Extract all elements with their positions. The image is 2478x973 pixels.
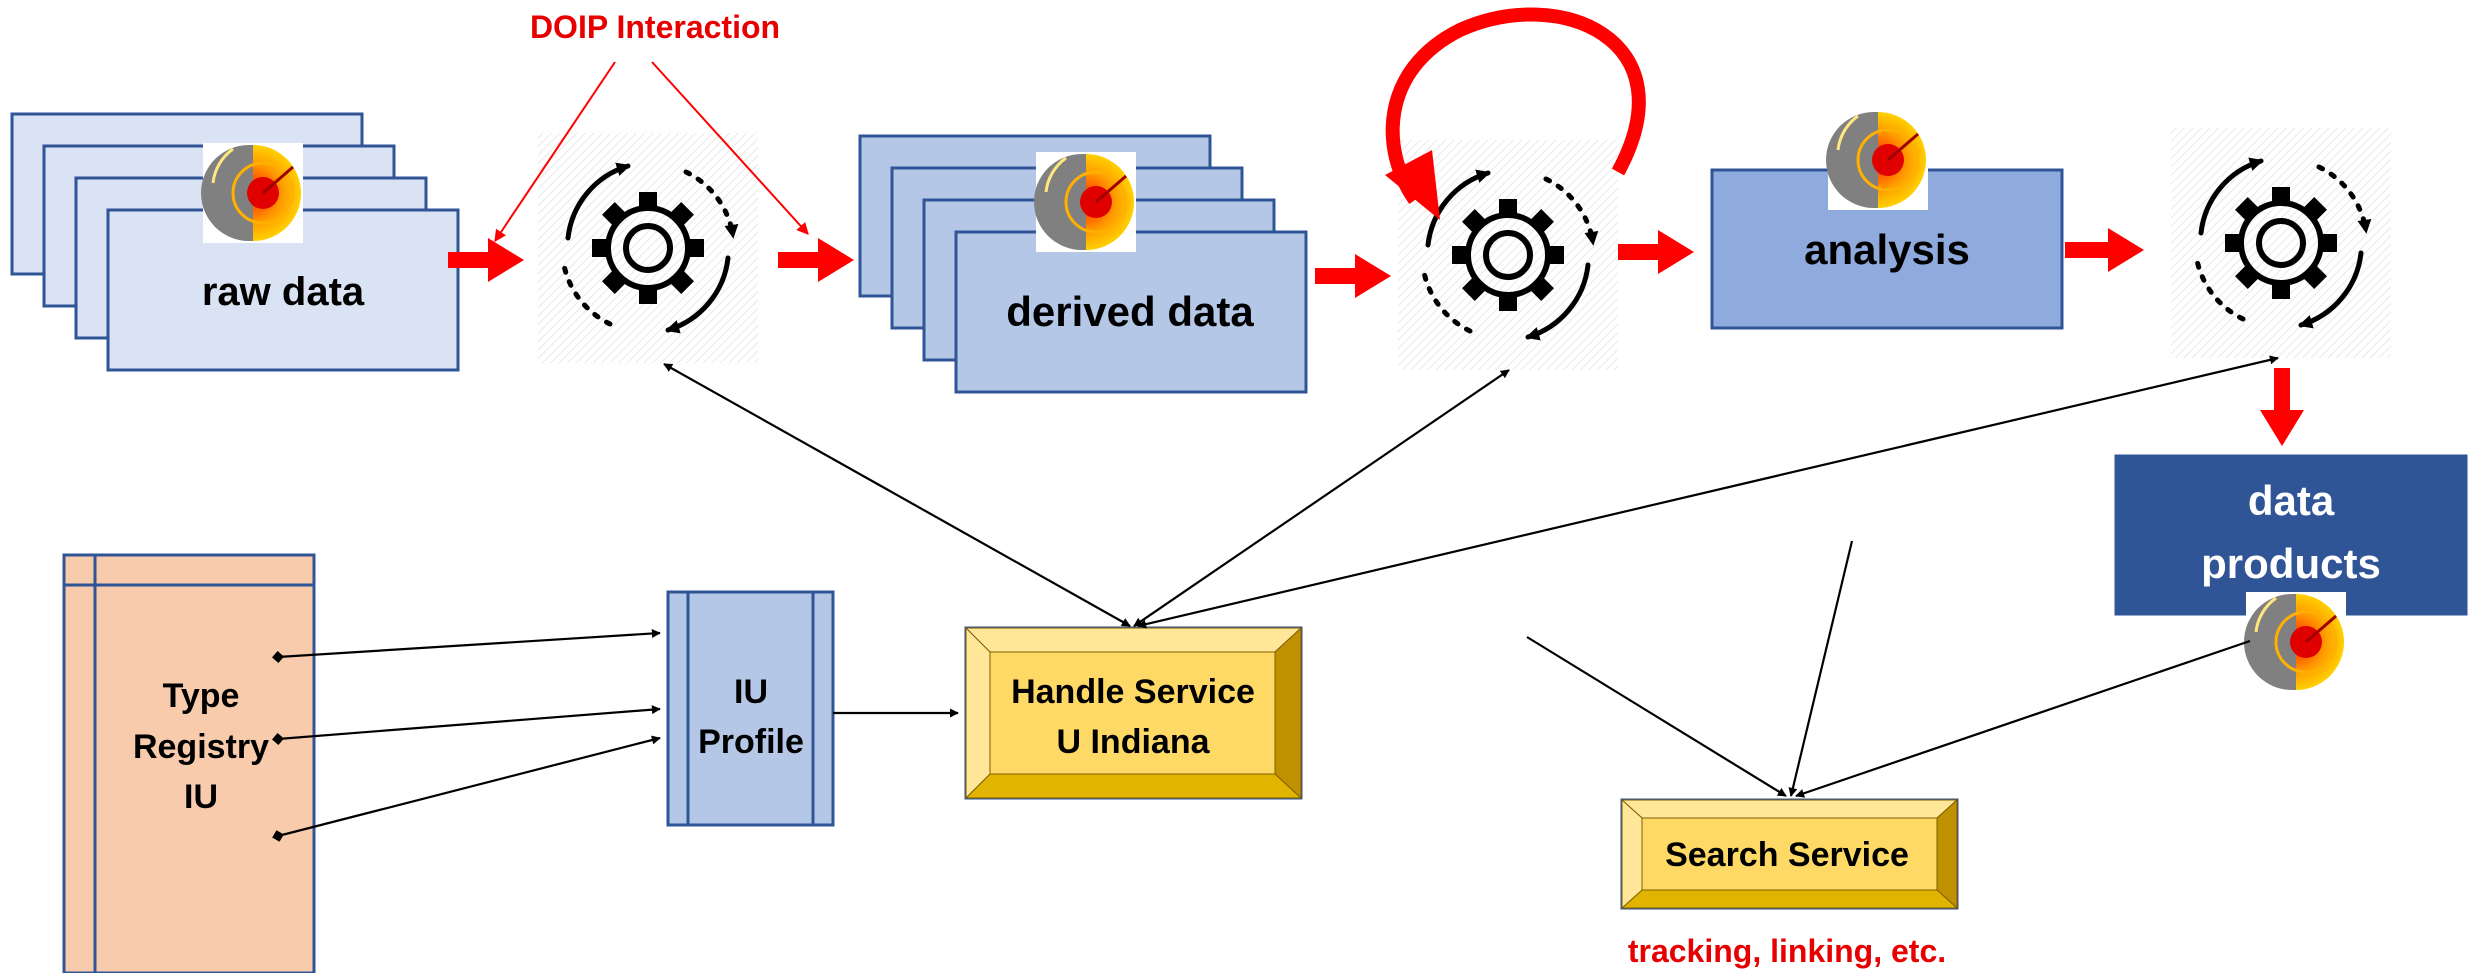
type-registry-line1: Type xyxy=(163,677,240,715)
handle-service-line2: U Indiana xyxy=(1056,723,1210,761)
derived-data-label: derived data xyxy=(1006,288,1254,335)
doip-interaction-label: DOIP Interaction xyxy=(530,9,780,45)
handle-service-line1: Handle Service xyxy=(1011,673,1255,711)
gear-cycle-icon xyxy=(2171,128,2391,358)
search-service-box: Search Service xyxy=(1620,798,1959,910)
type-registry-line2: Registry xyxy=(133,728,269,766)
iu-profile-box: IU Profile xyxy=(666,590,835,827)
raw-data-label: raw data xyxy=(202,270,365,314)
handle-service-box: Handle Service U Indiana xyxy=(964,626,1303,800)
search-service-label: Search Service xyxy=(1665,836,1909,874)
iu-profile-line1: IU xyxy=(734,673,768,711)
earth-core-icon xyxy=(1824,108,1930,212)
data-products-box: data products xyxy=(2114,454,2468,616)
doip-arrow-right xyxy=(651,61,809,235)
type-registry-line3: IU xyxy=(184,778,218,816)
earth-core-icon xyxy=(2242,590,2348,694)
analysis-box: analysis xyxy=(1710,168,2064,330)
analysis-label: analysis xyxy=(1804,226,1970,273)
cycle-arrow-icon xyxy=(1385,7,1646,205)
connectors xyxy=(272,355,2279,842)
type-registry-box: Type Registry IU xyxy=(62,553,316,973)
earth-core-icon xyxy=(199,141,305,245)
iu-profile-line2: Profile xyxy=(698,723,804,761)
doip-arrow-left xyxy=(494,61,616,242)
cycle-arrow-head xyxy=(1385,150,1440,220)
tracking-label: tracking, linking, etc. xyxy=(1628,933,1946,969)
earth-core-icon xyxy=(1032,150,1138,254)
gear-cycle-icon xyxy=(538,133,758,363)
data-products-line2: products xyxy=(2201,540,2381,587)
data-products-line1: data xyxy=(2248,477,2335,524)
